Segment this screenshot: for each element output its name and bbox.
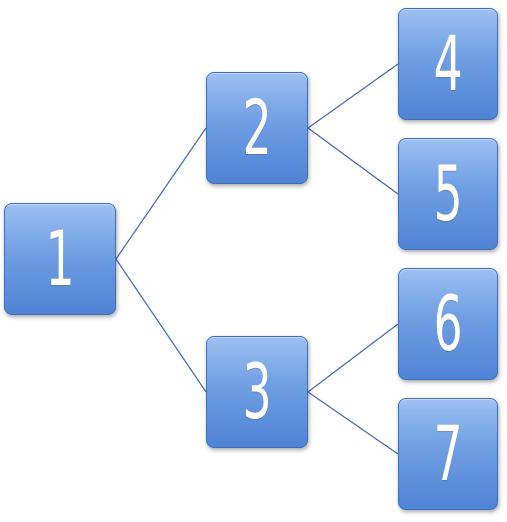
node-3[interactable]: 3 — [206, 336, 308, 448]
node-4[interactable]: 4 — [398, 8, 498, 120]
edge-3-6 — [307, 323, 399, 393]
node-5-label: 5 — [433, 149, 463, 238]
node-7[interactable]: 7 — [398, 398, 498, 510]
node-2-label: 2 — [242, 83, 272, 172]
node-6-label: 6 — [433, 279, 463, 368]
node-5[interactable]: 5 — [398, 138, 498, 250]
node-4-label: 4 — [433, 19, 463, 108]
node-1-label: 1 — [45, 214, 75, 303]
edge-2-5 — [307, 127, 399, 195]
node-1[interactable]: 1 — [4, 203, 116, 315]
node-7-label: 7 — [433, 409, 463, 498]
node-6[interactable]: 6 — [398, 268, 498, 380]
node-2[interactable]: 2 — [206, 72, 308, 184]
edge-2-4 — [307, 63, 399, 129]
edge-3-7 — [307, 391, 399, 455]
edge-1-2 — [115, 127, 207, 260]
node-3-label: 3 — [242, 347, 272, 436]
edge-1-3 — [115, 258, 207, 393]
